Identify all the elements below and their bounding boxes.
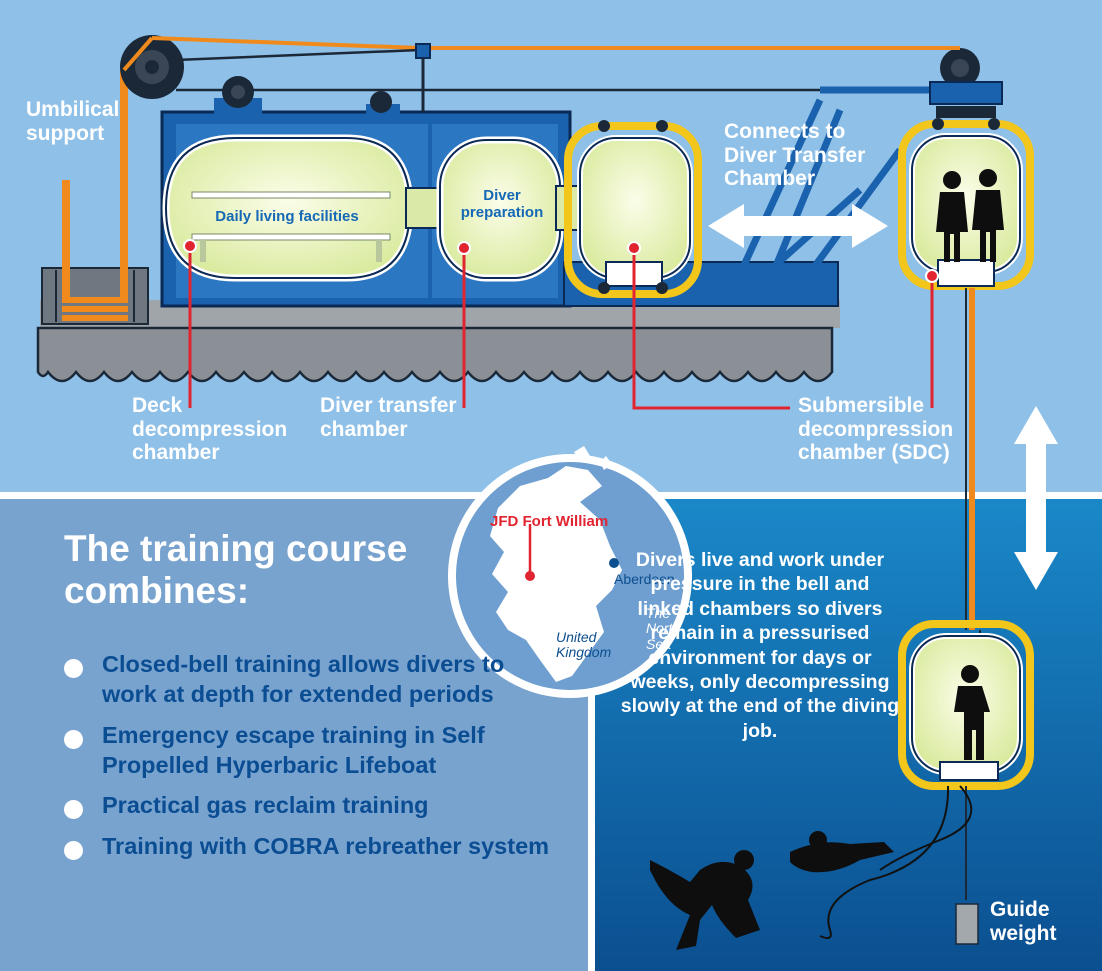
fort-william-marker (525, 571, 535, 581)
bullet-icon (64, 729, 83, 749)
course-heading: The training course combines: (64, 528, 408, 611)
pulley-left (120, 35, 184, 99)
callout-leaders (188, 246, 934, 410)
bullet-icon (64, 841, 83, 861)
daily-living-label: Daily living facilities (215, 208, 359, 225)
motor (366, 91, 400, 114)
deck-decompression-label: Deck decompression chamber (132, 394, 288, 465)
diver-hose (819, 785, 950, 939)
scotland-map (448, 446, 692, 698)
course-item: Emergency escape training in Self Propel… (64, 721, 564, 781)
sdc-upper (898, 118, 1034, 290)
bullet-icon (64, 659, 83, 678)
course-item: Training with COBRA rebreather system (64, 832, 564, 862)
diver-silhouette-swimming (790, 831, 894, 873)
umbilical-support-label: Umbilical support (26, 98, 120, 145)
connects-to-dtc-label: Connects to Diver Transfer Chamber (724, 120, 866, 191)
motor (214, 76, 262, 114)
umbilical-reel (41, 70, 149, 325)
pressure-description: Divers live and work under pressure in t… (620, 549, 900, 742)
guide-weight-block (955, 903, 979, 945)
pulley-right (940, 48, 980, 88)
guide-weight-label: Guide weight (990, 898, 1057, 945)
sdc-label: Submersible decompression chamber (SDC) (798, 394, 954, 465)
bullet-icon (64, 800, 83, 820)
course-item: Closed-bell training allows divers to wo… (64, 650, 564, 710)
course-item: Practical gas reclaim training (64, 791, 564, 821)
umbilical-cable (151, 36, 960, 50)
diver-silhouette-bell (954, 665, 990, 760)
diver-preparation-label: Diver preparation (460, 187, 544, 221)
horizontal-arrow (708, 204, 888, 248)
vertical-arrow (1014, 406, 1058, 590)
course-list: Closed-bell training allows divers to wo… (64, 650, 564, 873)
deck-decompression-chamber (162, 134, 414, 282)
divers-silhouette-upper (936, 169, 1004, 262)
landmass (490, 466, 622, 682)
barge-hull (36, 326, 834, 383)
diver-silhouette-swimming (650, 850, 760, 950)
north-sea-label: The North Sea (646, 605, 681, 652)
panel-divider-vertical (588, 492, 595, 971)
fort-william-label: JFD Fort William (490, 513, 609, 530)
aberdeen-marker (609, 558, 619, 568)
diver-transfer-chamber-label: Diver transfer chamber (320, 394, 457, 441)
aberdeen-label: Aberdeen (614, 571, 675, 587)
united-kingdom-label: United Kingdom (556, 629, 612, 661)
